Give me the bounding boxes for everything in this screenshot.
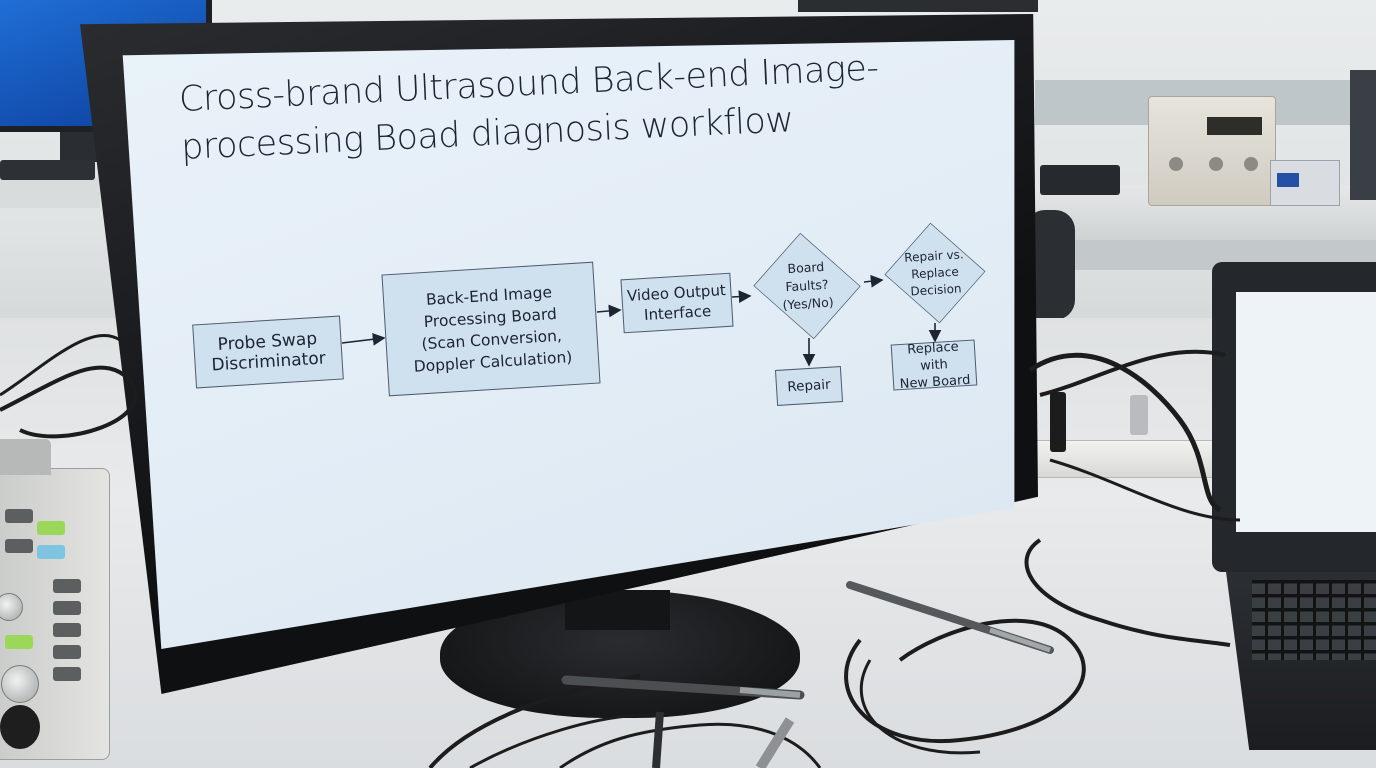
instrument-button — [5, 509, 33, 523]
psu-knob — [1169, 157, 1183, 171]
power-plug — [1050, 392, 1066, 452]
instrument-top — [0, 439, 51, 475]
cable — [469, 713, 661, 768]
background-instrument — [1270, 160, 1340, 206]
usb-plug — [1130, 395, 1148, 435]
background-desk — [0, 178, 100, 208]
instrument-button — [53, 623, 81, 637]
arrow-faults-to-decision — [863, 274, 884, 288]
instrument-button — [53, 601, 81, 615]
cable — [0, 333, 121, 397]
instrument-button — [53, 645, 81, 659]
bench-power-supply — [1148, 96, 1276, 206]
cable — [0, 365, 138, 439]
instrument-button — [53, 579, 81, 593]
cable — [1028, 352, 1222, 513]
flow-arrows — [341, 274, 942, 367]
psu-knob — [1244, 157, 1258, 171]
bnc-connector — [0, 705, 40, 749]
probe-tip — [989, 627, 1051, 653]
laptop-screen — [1236, 292, 1376, 532]
cable — [859, 659, 981, 755]
instrument-button-blue — [37, 545, 65, 559]
workflow-slide: Cross-brand Ultrasound Back-end Image-pr… — [123, 40, 1015, 649]
cable — [844, 618, 1086, 744]
instrument-button — [53, 667, 81, 681]
cable — [1049, 458, 1241, 522]
arrow-video-to-faults — [731, 290, 752, 304]
instrument-button-green — [37, 521, 65, 535]
psu-knob — [1209, 157, 1223, 171]
psu-display — [1207, 117, 1262, 135]
laptop-keyboard — [1252, 580, 1376, 660]
probe-tip — [739, 687, 801, 698]
background-tower — [1350, 70, 1376, 200]
instrument-knob — [1, 665, 39, 703]
instrument-button — [5, 539, 33, 553]
oscilloscope-probe — [755, 717, 795, 768]
ceiling-monitor-edge — [798, 0, 1038, 12]
instrument-button-green — [5, 635, 33, 649]
background-device — [1040, 165, 1120, 195]
arrow-probe-to-backend — [341, 332, 386, 346]
background-monitor-stand — [60, 132, 100, 162]
cable — [1039, 349, 1226, 397]
arrow-backend-to-video — [596, 304, 622, 318]
instrument-panel — [1277, 173, 1299, 187]
oscilloscope-probe — [652, 711, 664, 768]
cable — [428, 674, 641, 768]
cable — [1024, 538, 1231, 647]
instrument-knob — [0, 593, 23, 621]
cable — [559, 722, 822, 768]
background-keyboard — [0, 160, 95, 180]
test-instrument — [0, 439, 110, 760]
